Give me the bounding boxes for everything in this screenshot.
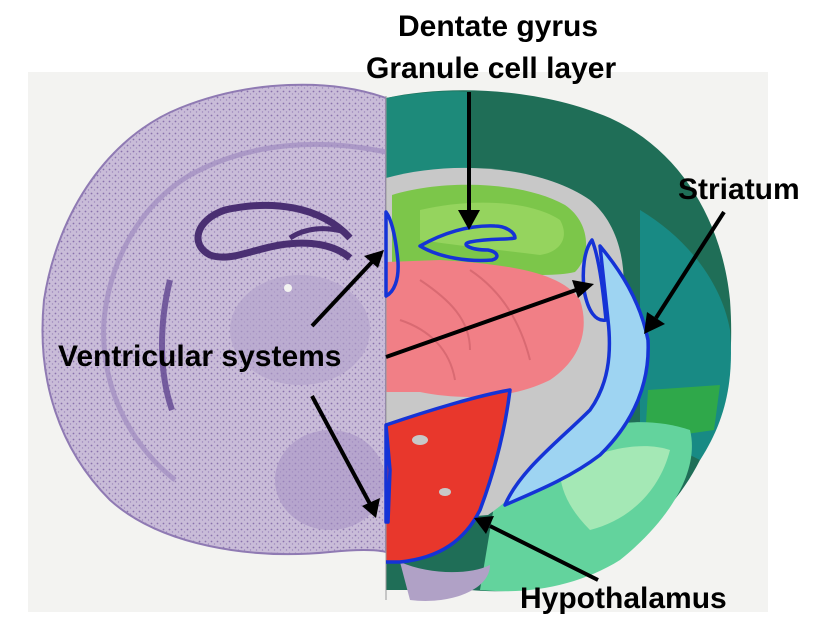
atlas-fornix-spot [412, 435, 428, 445]
label-striatum: Striatum [678, 173, 800, 207]
nissl-hypothalamus-region [275, 430, 385, 530]
atlas-cortex-medial [386, 91, 470, 180]
label-ventricular-systems: Ventricular systems [58, 340, 342, 374]
nissl-small-vessel [284, 284, 292, 292]
label-dentate-gyrus: Dentate gyrus [398, 10, 598, 44]
atlas-tract-spot [439, 488, 451, 496]
label-granule-cell-layer: Granule cell layer [366, 52, 616, 86]
label-hypothalamus: Hypothalamus [520, 582, 727, 616]
